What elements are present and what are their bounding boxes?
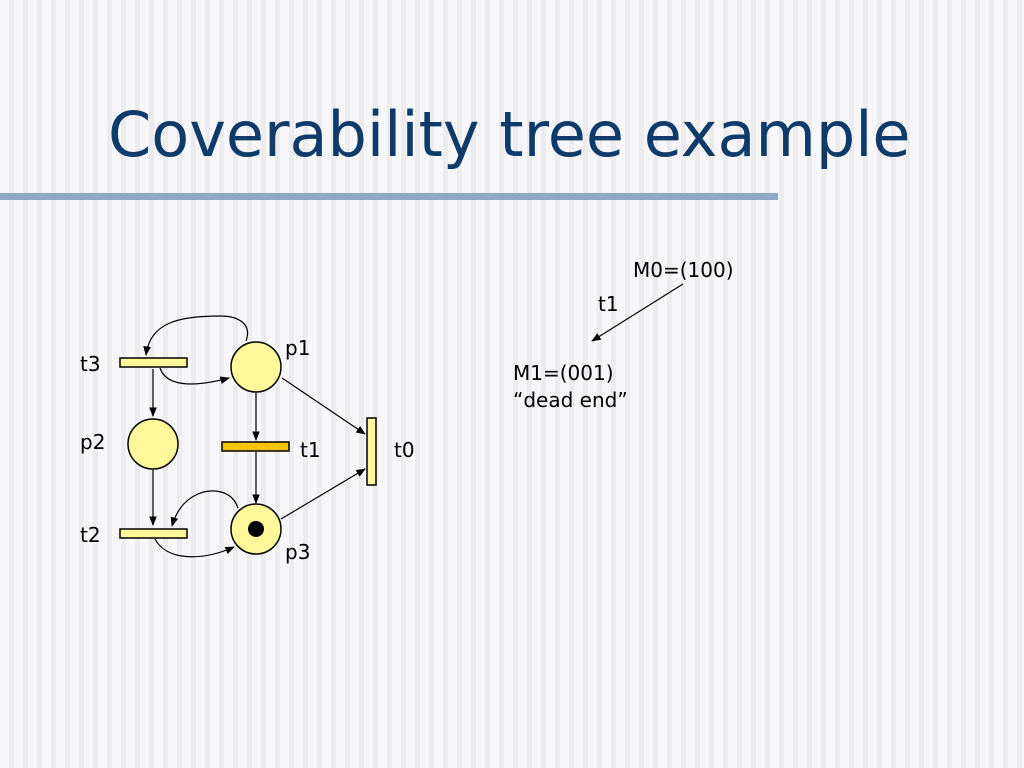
label-t0: t0 bbox=[394, 438, 415, 462]
transition-t1 bbox=[221, 441, 290, 452]
label-p1: p1 bbox=[285, 336, 310, 360]
label-t1: t1 bbox=[300, 438, 321, 462]
arcs bbox=[143, 315, 366, 558]
tree-node-m1-note: “dead end” bbox=[513, 388, 628, 412]
arc-t2-p3 bbox=[154, 538, 235, 558]
label-t3: t3 bbox=[80, 352, 101, 376]
label-p3: p3 bbox=[285, 540, 310, 564]
slide-title: Coverability tree example bbox=[108, 98, 911, 171]
label-t2: t2 bbox=[80, 523, 101, 547]
token-p3 bbox=[248, 521, 264, 537]
tree-edge-m0-m1 bbox=[591, 283, 684, 342]
arc-t3-p1 bbox=[159, 367, 230, 385]
tree-node-m0: M0=(100) bbox=[633, 258, 734, 282]
place-p2 bbox=[127, 418, 179, 470]
arc-p3-t0 bbox=[280, 468, 366, 520]
arc-p1-t3 bbox=[143, 315, 249, 356]
title-rule bbox=[0, 193, 778, 200]
arc-p1-t0 bbox=[281, 377, 366, 435]
tree-edge-label: t1 bbox=[598, 292, 619, 316]
transition-t2 bbox=[119, 528, 188, 539]
place-p1 bbox=[230, 341, 282, 393]
tree-node-m1: M1=(001) bbox=[513, 361, 614, 385]
transition-t3 bbox=[119, 357, 188, 368]
transition-t0 bbox=[366, 417, 377, 486]
arc-p3-t2 bbox=[170, 490, 239, 527]
label-p2: p2 bbox=[80, 430, 105, 454]
